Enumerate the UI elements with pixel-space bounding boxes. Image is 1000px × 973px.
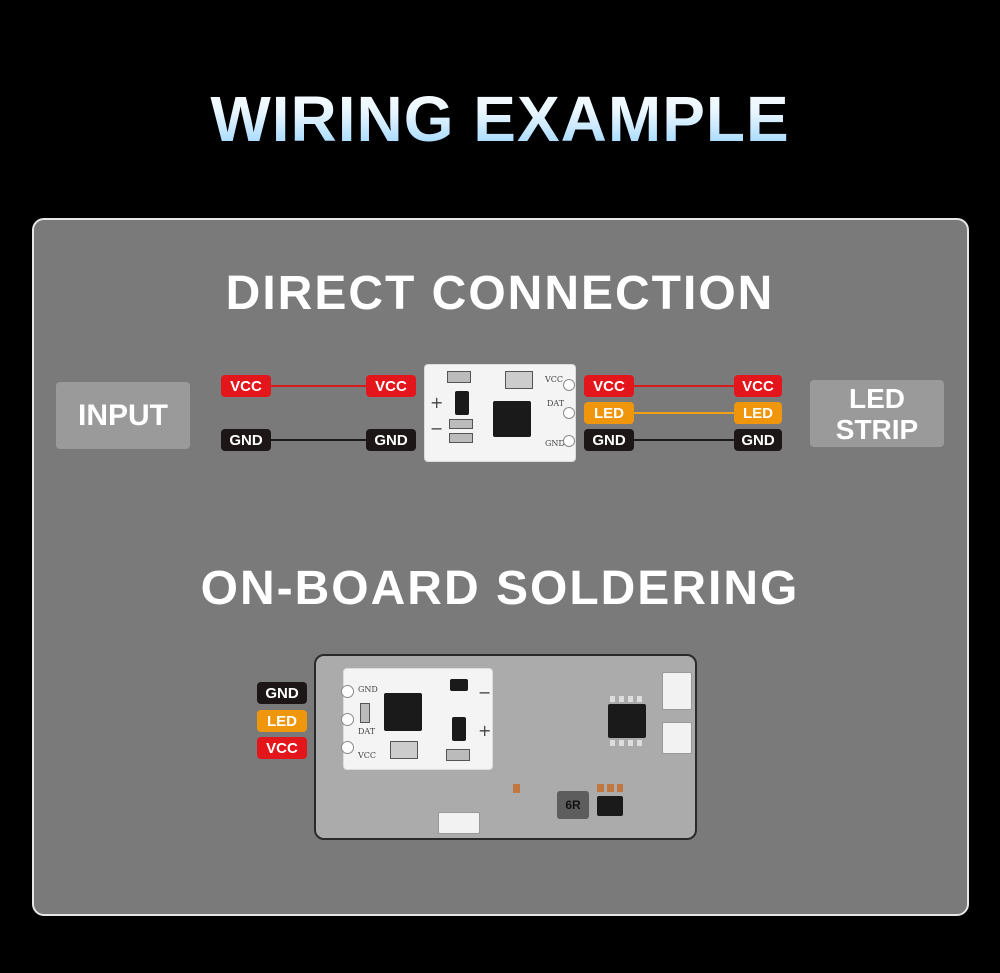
board-silk-gnd: GND — [545, 439, 565, 448]
board-resistor-1 — [449, 419, 473, 429]
right-gnd-wire — [634, 439, 734, 441]
board-crystal — [505, 371, 533, 389]
onboard-led-pill: LED — [257, 710, 307, 732]
controller-pin-bottom — [610, 740, 644, 746]
right-led-wire — [634, 412, 734, 414]
onboard-pad-gnd — [341, 685, 354, 698]
board-cap-top — [447, 371, 471, 383]
onboard-silk-dat: DAT — [358, 727, 376, 736]
driver-board-onboard: GND DAT VCC + − — [341, 668, 493, 770]
board-chip-small — [455, 391, 469, 415]
left-vcc-from-pill: VCC — [221, 375, 271, 397]
onboard-minus-mark: − — [478, 683, 492, 702]
onboard-soldering-title: ON-BOARD SOLDERING — [200, 562, 800, 615]
onboard-cap — [446, 749, 470, 761]
led-strip-label-line1: LED — [849, 382, 905, 414]
board-pad-dat — [563, 407, 575, 419]
inductor: 6R — [557, 791, 589, 819]
onboard-vcc-pill: VCC — [257, 737, 307, 759]
onboard-chip-main — [384, 693, 422, 731]
board-silk-vcc: VCC — [545, 375, 564, 384]
onboard-pad-vcc — [341, 741, 354, 754]
right-vcc-wire — [634, 385, 734, 387]
connector-right-bottom — [662, 722, 692, 754]
board-pad-gnd — [563, 435, 575, 447]
driver-board-direct: + − VCC DAT GND — [424, 364, 576, 462]
onboard-plus-mark: + — [478, 721, 492, 740]
controller-pin-top — [610, 696, 644, 702]
board-pad-vcc — [563, 379, 575, 391]
board-chip-main — [493, 401, 531, 437]
board-plus-mark: + — [430, 393, 444, 412]
led-strip-label-line2: STRIP — [835, 413, 919, 445]
connector-bottom — [438, 812, 480, 834]
right-vcc-to-pill: VCC — [734, 375, 782, 397]
onboard-gnd-pill: GND — [257, 682, 307, 704]
right-gnd-from-pill: GND — [584, 429, 634, 451]
controller-small-comp — [513, 784, 520, 793]
right-led-from-pill: LED — [584, 402, 634, 424]
onboard-pad-dat — [341, 713, 354, 726]
connector-right-top — [662, 672, 692, 710]
controller-chip — [608, 704, 646, 738]
board-silk-dat: DAT — [547, 399, 565, 408]
right-led-to-pill: LED — [734, 402, 782, 424]
direct-connection-title: DIRECT CONNECTION — [225, 267, 775, 320]
controller-caps — [597, 784, 623, 792]
onboard-chip-small-2 — [452, 717, 466, 741]
controller-mosfet — [597, 796, 623, 816]
board-resistor-2 — [449, 433, 473, 443]
left-vcc-wire — [271, 385, 366, 387]
right-vcc-from-pill: VCC — [584, 375, 634, 397]
led-strip-box: LED STRIP — [810, 380, 944, 447]
onboard-silk-vcc: VCC — [358, 751, 377, 760]
onboard-silk-gnd: GND — [358, 685, 378, 694]
left-gnd-to-pill: GND — [366, 429, 416, 451]
board-minus-mark: − — [430, 419, 444, 438]
onboard-crystal — [390, 741, 418, 759]
onboard-resistor — [360, 703, 370, 723]
page-title: WIRING EXAMPLE — [0, 82, 1000, 156]
right-gnd-to-pill: GND — [734, 429, 782, 451]
onboard-chip-small — [450, 679, 468, 691]
input-box: INPUT — [56, 382, 190, 449]
left-gnd-from-pill: GND — [221, 429, 271, 451]
left-gnd-wire — [271, 439, 366, 441]
left-vcc-to-pill: VCC — [366, 375, 416, 397]
